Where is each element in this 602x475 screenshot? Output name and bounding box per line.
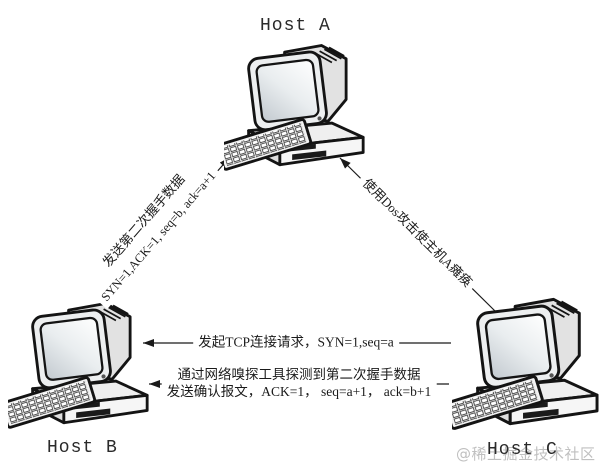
computer-host-b-icon <box>8 302 149 430</box>
computer-host-a-icon <box>224 44 365 172</box>
computer-host-c-icon <box>452 297 599 431</box>
label-ack-spoof-line1: 通过网络嗅探工具探测到第二次握手数据 <box>177 367 421 383</box>
label-syn-request: 发起TCP连接请求，SYN=1,seq=a <box>193 334 399 352</box>
host-a-label: Host A <box>260 16 331 36</box>
host-c-label: Host C <box>487 440 558 460</box>
site-watermark: @稀土掘金技术社区 <box>456 445 596 463</box>
label-ack-spoof: 通过网络嗅探工具探测到第二次握手数据 发送确认报文，ACK=1， seq=a+1… <box>161 367 437 401</box>
host-b-label: Host B <box>47 438 118 458</box>
label-ack-spoof-line2: 发送确认报文，ACK=1， seq=a+1， ack=b+1 <box>166 384 432 399</box>
